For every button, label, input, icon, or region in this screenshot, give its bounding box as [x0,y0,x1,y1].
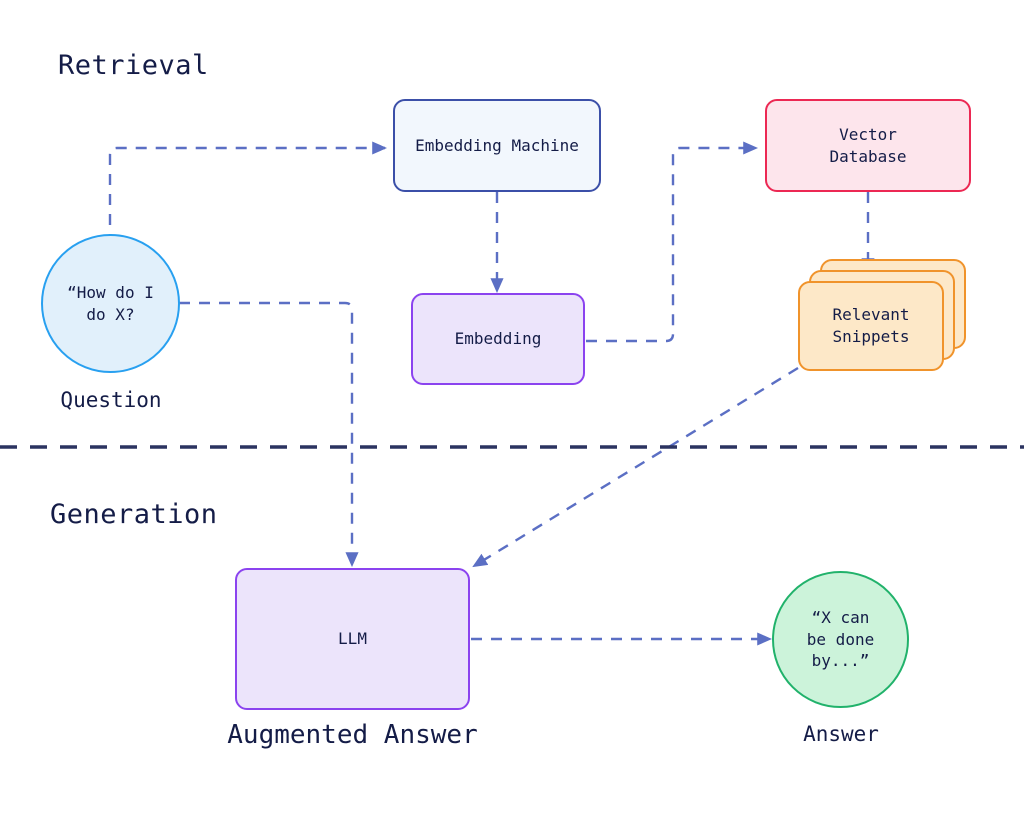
embedding-machine-node-text: Embedding Machine [415,135,579,155]
augmented-answer-caption: Augmented Answer [227,720,478,750]
vector-database-node[interactable]: Vector Database [765,99,971,192]
edge-embedding-to-vector-database [586,141,759,343]
edge-relevant-snippets-to-llm [472,366,799,568]
relevant-snippets-layer-front: Relevant Snippets [798,281,944,371]
section-label-retrieval: Retrieval [58,50,209,81]
question-caption: Question [60,388,162,412]
section-label-generation: Generation [50,499,218,530]
question-node-text: “How do I do X? [67,282,154,324]
vector-database-node-text: Vector Database [829,124,907,166]
llm-node[interactable]: LLM [235,568,470,710]
answer-node[interactable]: “X can be done by...” [772,571,909,708]
relevant-snippets-node-text: Relevant Snippets [832,305,910,346]
embedding-machine-node[interactable]: Embedding Machine [393,99,601,192]
answer-node-text: “X can be done by...” [806,608,875,671]
embedding-node[interactable]: Embedding [411,293,585,385]
answer-caption: Answer [803,722,879,746]
question-node[interactable]: “How do I do X? [41,234,180,373]
embedding-node-text: Embedding [454,329,542,349]
edge-question-to-embedding-machine [108,141,388,245]
relevant-snippets-node[interactable]: Relevant Snippets [798,259,966,371]
llm-node-text: LLM [338,629,367,649]
